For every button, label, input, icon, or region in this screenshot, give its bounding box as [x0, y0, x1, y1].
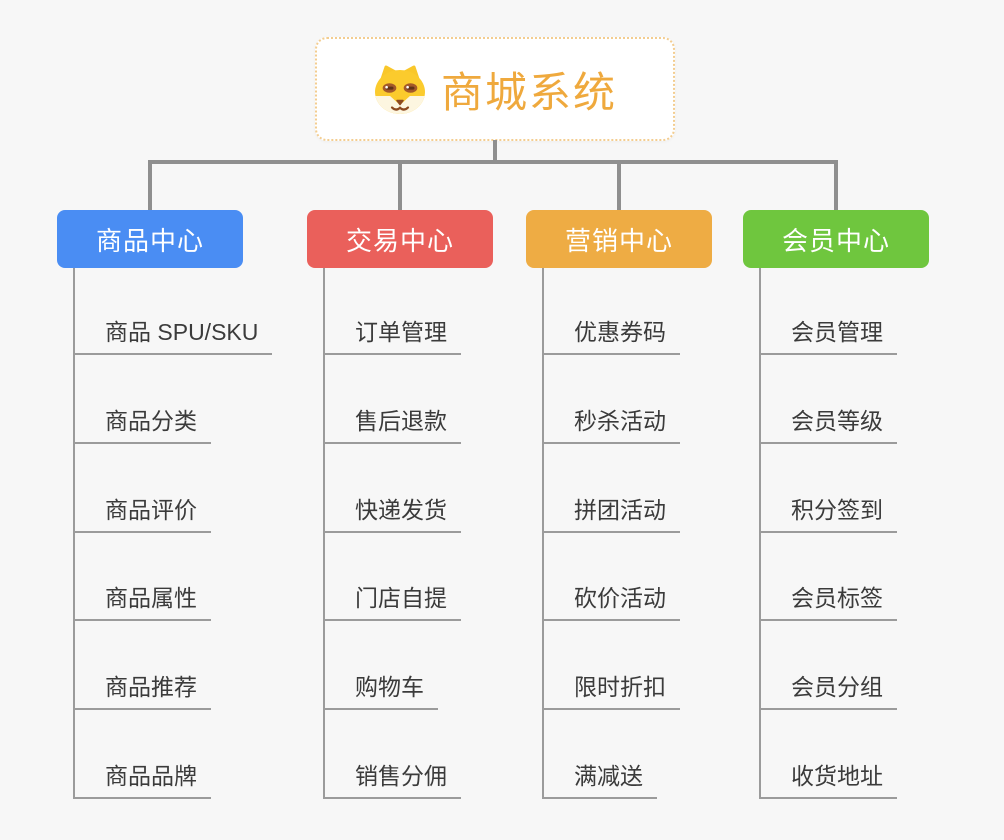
leaf-node[interactable]: 砍价活动 — [544, 573, 680, 622]
connector-drop — [834, 160, 838, 210]
root-title: 商城系统 — [440, 68, 617, 116]
leaf-node[interactable]: 秒杀活动 — [544, 396, 680, 444]
leaf-node[interactable]: 售后退款 — [325, 396, 461, 444]
dog-face-icon — [374, 65, 425, 114]
leaf-node[interactable]: 商品分类 — [75, 396, 211, 444]
leaf-node[interactable]: 收货地址 — [761, 751, 897, 799]
leaf-node[interactable]: 门店自提 — [325, 573, 461, 622]
leaf-node[interactable]: 积分签到 — [761, 485, 897, 533]
branch-node-4[interactable]: 会员中心 — [743, 210, 929, 268]
leaf-node[interactable]: 商品品牌 — [75, 751, 211, 799]
connector-bus — [148, 160, 838, 164]
branch-node-2[interactable]: 交易中心 — [307, 210, 493, 268]
connector-drop — [617, 160, 621, 210]
leaf-node[interactable]: 会员等级 — [761, 396, 897, 444]
branch-label: 会员中心 — [781, 225, 890, 256]
connector-root-stem — [493, 140, 497, 164]
leaf-node[interactable]: 商品评价 — [75, 485, 211, 533]
leaf-node[interactable]: 限时折扣 — [544, 662, 680, 711]
branch-label: 营销中心 — [564, 225, 673, 256]
leaf-node[interactable]: 商品 SPU/SKU — [75, 307, 273, 355]
root-node[interactable]: 商城系统 — [315, 37, 675, 141]
leaf-node[interactable]: 购物车 — [325, 662, 438, 711]
branch-column-1: 商品 SPU/SKU 商品分类商品评价商品属性商品推荐商品品牌 — [73, 268, 273, 799]
connector-drop — [398, 160, 402, 210]
branch-node-1[interactable]: 商品中心 — [57, 210, 243, 268]
connector-drop — [148, 160, 152, 210]
leaf-node[interactable]: 会员分组 — [761, 662, 897, 711]
leaf-node[interactable]: 销售分佣 — [325, 751, 461, 799]
leaf-node[interactable]: 满减送 — [544, 751, 657, 799]
branch-column-4: 会员管理会员等级积分签到会员标签会员分组收货地址 — [759, 268, 897, 799]
branch-column-3: 优惠券码秒杀活动拼团活动砍价活动限时折扣满减送 — [542, 268, 680, 799]
leaf-node[interactable]: 商品推荐 — [75, 662, 211, 711]
branch-node-3[interactable]: 营销中心 — [526, 210, 712, 268]
leaf-node[interactable]: 会员标签 — [761, 573, 897, 622]
branch-label: 交易中心 — [345, 225, 454, 256]
leaf-node[interactable]: 订单管理 — [325, 307, 461, 355]
leaf-node[interactable]: 优惠券码 — [544, 307, 680, 355]
leaf-node[interactable]: 快递发货 — [325, 485, 461, 533]
branch-label: 商品中心 — [95, 225, 204, 256]
leaf-node[interactable]: 商品属性 — [75, 573, 211, 622]
branch-column-2: 订单管理售后退款快递发货门店自提购物车销售分佣 — [323, 268, 461, 799]
leaf-node[interactable]: 会员管理 — [761, 307, 897, 355]
leaf-node[interactable]: 拼团活动 — [544, 485, 680, 533]
